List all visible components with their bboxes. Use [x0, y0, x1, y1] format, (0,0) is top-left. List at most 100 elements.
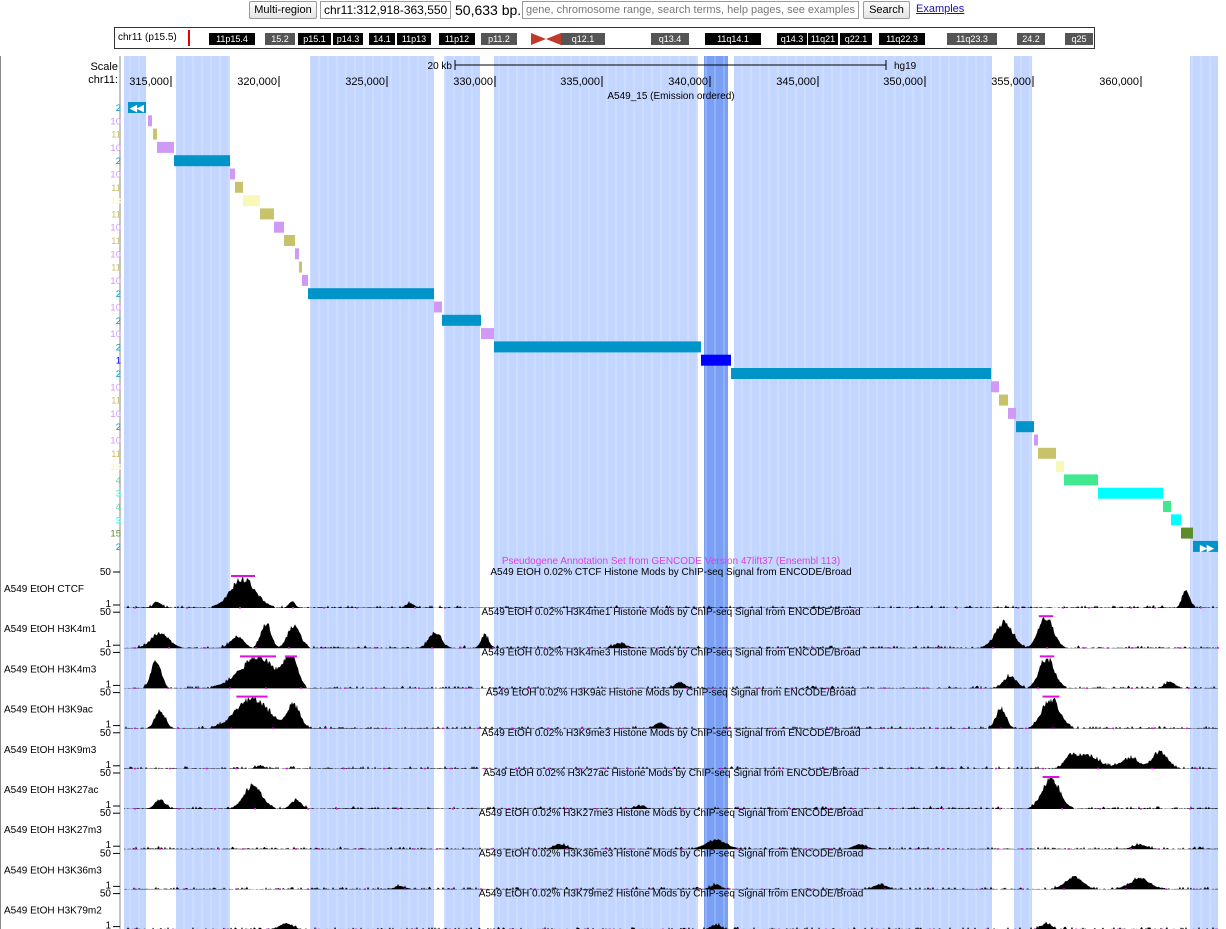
- search-button[interactable]: Search: [863, 1, 910, 19]
- scale-bar-label: 20 kb: [428, 61, 453, 72]
- overflow-marker: [867, 848, 869, 850]
- ideogram-band: 11q23.3: [947, 33, 997, 45]
- chromosome-ideogram[interactable]: chr11 (p15.5) 11p15.4 15.2 p15.1 p14.3 1…: [114, 27, 1095, 49]
- overflow-marker: [668, 727, 670, 730]
- chromhmm-state-block: [128, 102, 146, 113]
- search-input[interactable]: gene, chromosome range, search terms, he…: [522, 1, 859, 19]
- y-axis-min-label: 1: [105, 921, 111, 929]
- chromhmm-state-block: [731, 368, 991, 379]
- signal-track-title: A549 EtOH 0.02% H3K36me3 Histone Mods by…: [479, 848, 864, 859]
- overflow-marker: [737, 848, 739, 850]
- chromhmm-state-block: [1098, 487, 1163, 499]
- overflow-marker: [344, 687, 346, 689]
- overflow-marker: [364, 888, 366, 890]
- chromhmm-row-label: 2: [116, 289, 121, 300]
- clipped-peak-marker: [1042, 695, 1060, 698]
- overflow-marker: [477, 727, 479, 730]
- ruler-tick-label: 315,000: [129, 76, 169, 88]
- overflow-marker: [697, 888, 699, 890]
- overflow-marker: [830, 727, 832, 730]
- position-input[interactable]: chr11:312,918-363,550: [320, 1, 451, 19]
- ideogram-band: 14.1: [369, 33, 395, 45]
- overflow-marker: [627, 767, 629, 770]
- overflow-marker: [853, 888, 855, 890]
- overflow-marker: [1186, 727, 1188, 730]
- overflow-marker: [452, 808, 454, 810]
- overflow-marker: [681, 848, 683, 850]
- overflow-marker: [791, 687, 793, 689]
- chromhmm-row-label: 10: [110, 249, 121, 260]
- overflow-marker: [1188, 687, 1190, 689]
- overflow-marker: [623, 808, 625, 810]
- ruler-tick-label: 350,000: [883, 76, 923, 88]
- overflow-marker: [761, 888, 763, 890]
- overflow-marker: [1179, 647, 1181, 649]
- overflow-marker: [682, 808, 684, 810]
- chromhmm-row-label: 2: [116, 316, 121, 327]
- signal-track-title: A549 EtOH 0.02% CTCF Histone Mods by ChI…: [490, 567, 851, 578]
- chromhmm-row-label: 4: [116, 502, 121, 513]
- overflow-marker: [1131, 647, 1133, 649]
- signal-track-title: A549 EtOH 0.02% H3K9me3 Histone Mods by …: [481, 728, 860, 739]
- overflow-marker: [318, 848, 320, 850]
- clipped-peak-marker: [1042, 776, 1060, 778]
- chromhmm-row-label: 10: [110, 303, 121, 314]
- chromhmm-row-label: 11: [111, 209, 121, 220]
- overflow-marker: [642, 607, 644, 609]
- overflow-marker: [1189, 808, 1191, 810]
- overflow-marker: [884, 888, 886, 890]
- chromhmm-row-label: 15: [110, 529, 121, 540]
- overflow-marker: [533, 848, 535, 850]
- overflow-marker: [1152, 727, 1154, 730]
- ideogram-band: q25: [1065, 33, 1093, 45]
- overflow-marker: [809, 888, 811, 890]
- multi-region-button[interactable]: Multi-region: [249, 1, 317, 19]
- pseudogene-track-title: Pseudogene Annotation Set from GENCODE V…: [502, 556, 840, 567]
- overflow-marker: [424, 767, 426, 770]
- ideogram-band: 24.2: [1017, 33, 1045, 45]
- overflow-marker: [827, 808, 829, 810]
- signal-track-area: [124, 750, 1218, 769]
- y-axis-max-label: 50: [100, 567, 112, 578]
- overflow-marker: [134, 808, 136, 810]
- ideogram-band: p14.3: [333, 33, 363, 45]
- signal-track-title: A549 EtOH 0.02% H3K79me2 Histone Mods by…: [479, 889, 864, 900]
- highlight-region: [1190, 56, 1218, 929]
- overflow-marker: [720, 767, 722, 770]
- overflow-marker: [891, 808, 893, 810]
- ideogram-position-marker: [188, 30, 190, 46]
- ideogram-band: 11p13: [397, 33, 431, 45]
- overflow-marker: [627, 647, 629, 649]
- overflow-marker: [1107, 647, 1109, 649]
- chromhmm-row-label: 2: [116, 369, 121, 380]
- chromhmm-state-block: [243, 195, 260, 207]
- overflow-marker: [323, 607, 325, 609]
- overflow-marker: [695, 607, 697, 609]
- overflow-marker: [548, 767, 550, 770]
- y-axis-max-label: 50: [100, 848, 112, 859]
- overflow-marker: [442, 727, 444, 730]
- overflow-marker: [629, 848, 631, 850]
- bp-size-text: 50,633 bp.: [455, 2, 522, 18]
- overflow-marker: [272, 727, 274, 730]
- overflow-marker: [134, 647, 136, 649]
- chromhmm-row-label: 4: [116, 475, 121, 486]
- overflow-marker: [484, 767, 486, 770]
- overflow-marker: [134, 687, 136, 689]
- clipped-peak-marker: [1039, 655, 1055, 658]
- overflow-marker: [242, 848, 244, 850]
- overflow-marker: [502, 687, 504, 689]
- overflow-marker: [436, 848, 438, 850]
- examples-link[interactable]: Examples: [916, 3, 965, 15]
- overflow-marker: [947, 767, 949, 770]
- signal-track-area: [124, 839, 1218, 850]
- clipped-peak-marker: [231, 575, 255, 577]
- overflow-marker: [670, 607, 672, 609]
- overflow-marker: [404, 888, 406, 890]
- top-toolbar: Multi-region chr11:312,918-363,550 50,63…: [0, 0, 1226, 24]
- overflow-marker: [1046, 647, 1048, 649]
- overflow-marker: [739, 808, 741, 810]
- chromhmm-state-block: [434, 301, 442, 313]
